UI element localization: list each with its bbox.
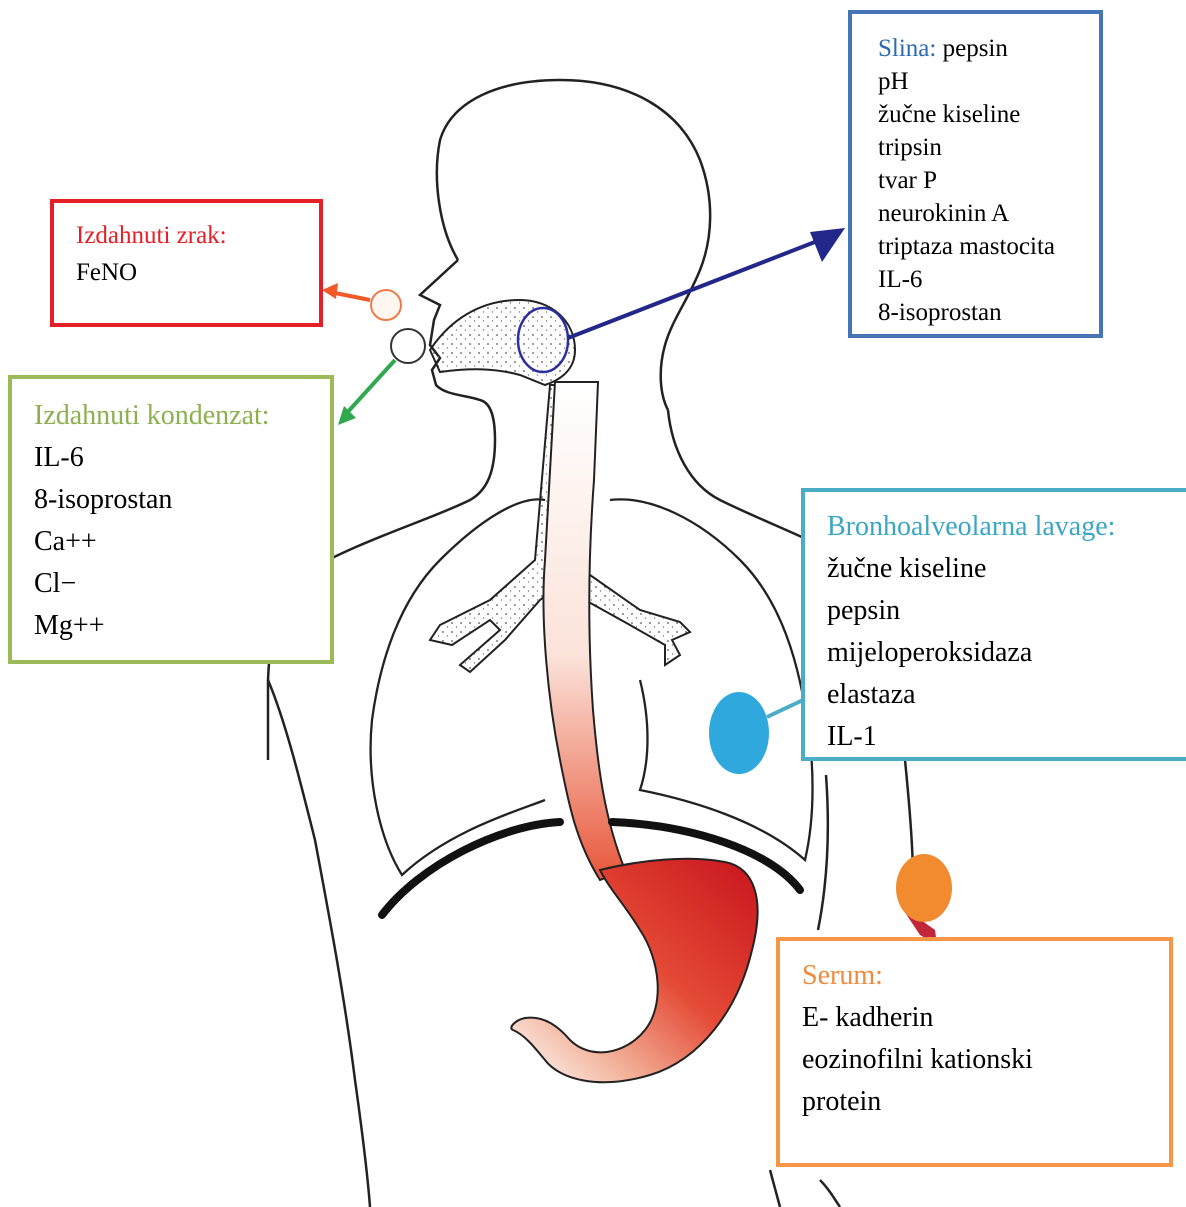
exhaled-air-box: Izdahnuti zrak: FeNO: [50, 199, 323, 327]
condensate-list: IL-6 8-isoprostan Ca++ Cl− Mg++: [34, 437, 330, 647]
list-item: žučne kiseline: [878, 98, 1099, 131]
list-item: eozinofilni kationski: [802, 1039, 1169, 1081]
list-item: pepsin: [827, 590, 1186, 632]
serum-title: Serum:: [802, 960, 883, 991]
list-item: tripsin: [878, 131, 1099, 164]
list-item: IL-6: [34, 437, 330, 479]
list-item: žučne kiseline: [827, 548, 1186, 590]
bal-list: žučne kiseline pepsin mijeloperoksidaza …: [827, 548, 1186, 758]
condensate-title: Izdahnuti kondenzat:: [34, 400, 270, 431]
saliva-list: pH žučne kiseline tripsin tvar P neuroki…: [878, 65, 1099, 329]
saliva-box: Slina: pepsin pH žučne kiseline tripsin …: [848, 10, 1103, 338]
list-item: 8-isoprostan: [878, 296, 1099, 329]
list-item: Mg++: [34, 605, 330, 647]
list-item: Cl−: [34, 563, 330, 605]
stomach: [511, 859, 757, 1082]
list-item: pH: [878, 65, 1099, 98]
list-item: IL-6: [878, 263, 1099, 296]
exhaled-air-marker: [322, 283, 401, 320]
serum-list: E- kadherin eozinofilni kationski protei…: [802, 997, 1169, 1123]
exhaled-air-title: Izdahnuti zrak:: [76, 222, 227, 249]
exhaled-air-list: FeNO: [76, 254, 319, 291]
list-item: E- kadherin: [802, 997, 1169, 1039]
condensate-box: Izdahnuti kondenzat: IL-6 8-isoprostan C…: [8, 375, 334, 664]
saliva-header: Slina: pepsin: [878, 32, 1099, 65]
list-item: neurokinin A: [878, 197, 1099, 230]
list-item: triptaza mastocita: [878, 230, 1099, 263]
serum-marker: [896, 854, 952, 945]
saliva-first-item: pepsin: [943, 35, 1008, 62]
list-item: tvar P: [878, 164, 1099, 197]
list-item: IL-1: [827, 716, 1186, 758]
saliva-title: Slina:: [878, 35, 936, 62]
list-item: Ca++: [34, 521, 330, 563]
bal-marker: [709, 692, 803, 774]
list-item: protein: [802, 1081, 1169, 1123]
list-item: mijeloperoksidaza: [827, 632, 1186, 674]
bal-title: Bronhoalveolarna lavage:: [827, 511, 1115, 542]
list-item: FeNO: [76, 254, 319, 291]
bal-box: Bronhoalveolarna lavage: žučne kiseline …: [801, 488, 1186, 761]
esophagus: [543, 382, 625, 880]
list-item: 8-isoprostan: [34, 479, 330, 521]
serum-box: Serum: E- kadherin eozinofilni kationski…: [776, 937, 1173, 1167]
list-item: elastaza: [827, 674, 1186, 716]
condensate-marker: [338, 329, 425, 425]
saliva-marker: [518, 228, 845, 372]
